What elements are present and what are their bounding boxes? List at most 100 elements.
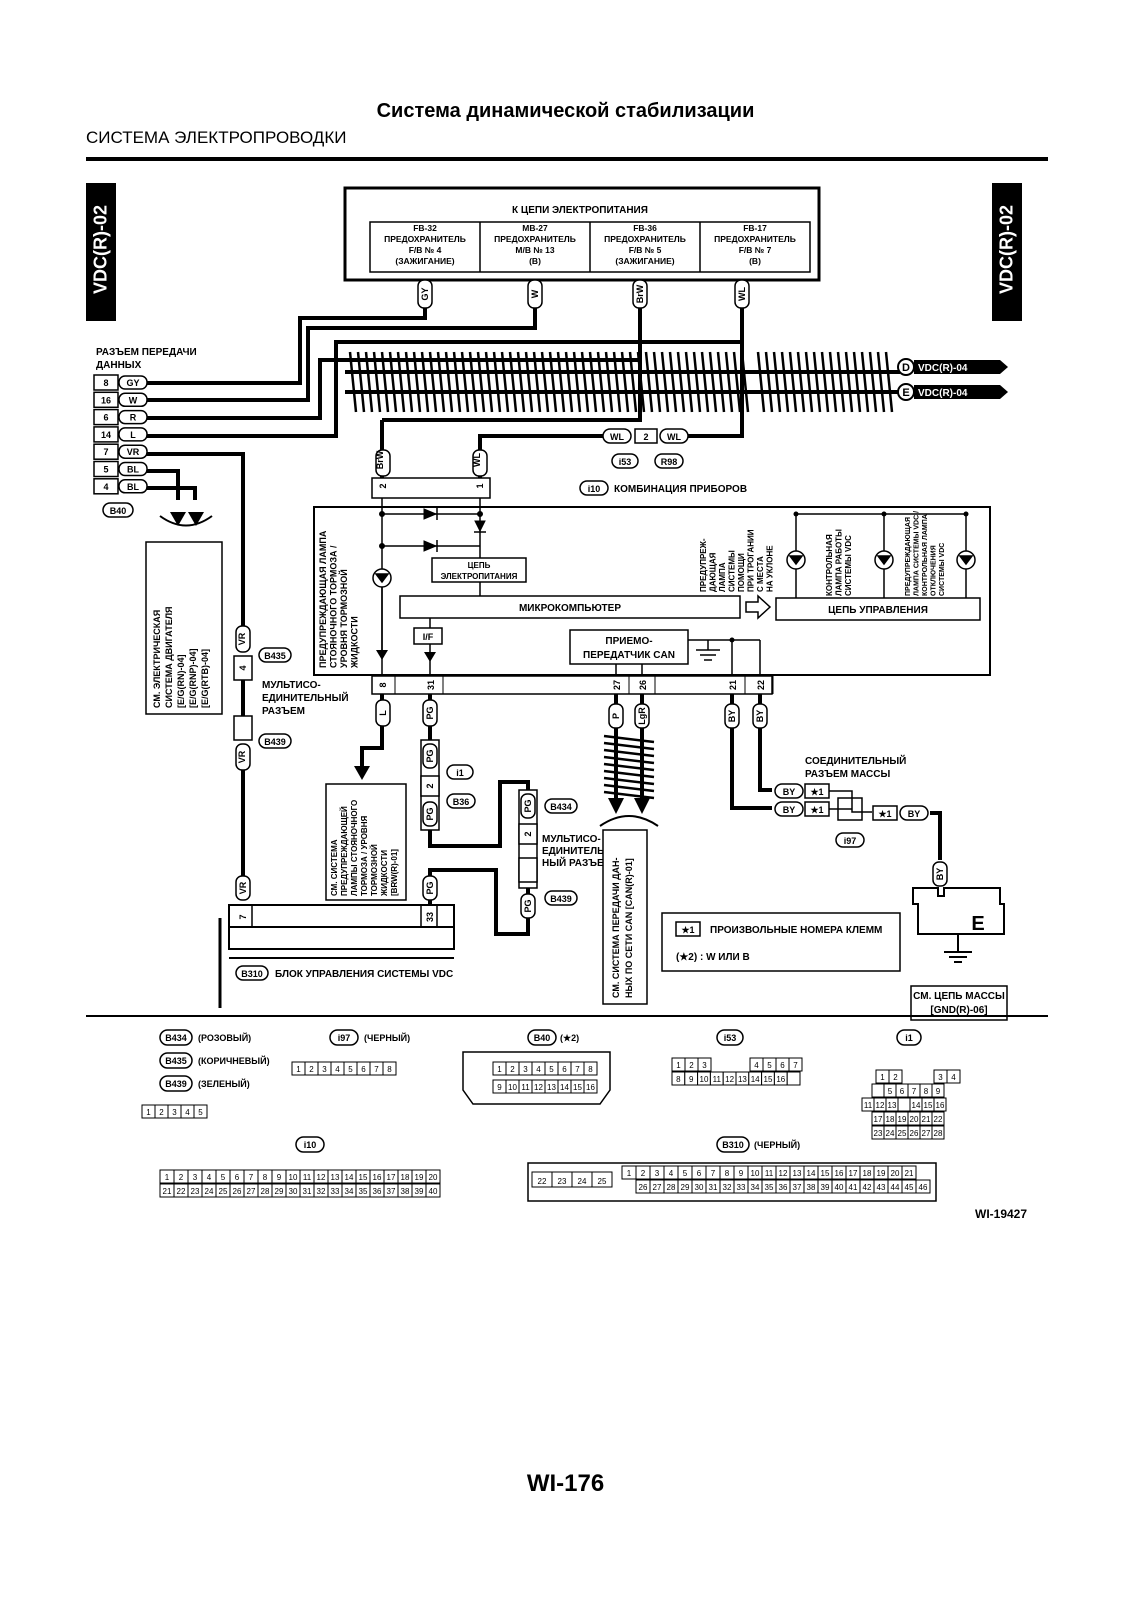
pin-number: 11 [521,1083,530,1092]
pin-number: 6 [900,1087,905,1096]
pin-number: 5 [549,1065,554,1074]
if-box: I/F [413,627,443,645]
pin-number: 40 [835,1183,844,1192]
svg-text:P: P [611,713,621,719]
pin-number: 26 [910,1129,919,1138]
power-circuit-box: ЦЕПЬ ЭЛЕКТРОПИТАНИЯ [431,557,527,583]
svg-text:РАЗЪЕМ МАССЫ: РАЗЪЕМ МАССЫ [805,769,890,780]
control-circuit-box: ЦЕПЬ УПРАВЛЕНИЯ [775,597,981,621]
connector-tag: B434 [165,1033,187,1043]
cluster-label: КОМБИНАЦИЯ ПРИБОРОВ [614,484,747,495]
pin-number: 32 [723,1183,732,1192]
pin-number: 11 [303,1173,312,1182]
pin-number: 30 [289,1187,298,1196]
svg-text:i53: i53 [619,457,632,467]
pin-number: 23 [874,1129,883,1138]
connector-tag: B435 [165,1056,187,1066]
pin-number: 9 [739,1169,744,1178]
pin-number: 32 [317,1187,326,1196]
pin-number: 36 [779,1183,788,1192]
pin-number: 44 [891,1183,900,1192]
see-brake-line: ТОРМОЗНОЙ [370,844,379,896]
svg-text:i10: i10 [588,484,601,494]
pin-number: 39 [821,1183,830,1192]
pin-number: 21 [163,1187,172,1196]
svg-text:R98: R98 [661,457,678,467]
lamp-label: ЛАМПА [718,562,727,592]
fuse-label: (ЗАЖИГАНИЕ) [615,256,674,266]
connector-tag: i97 [338,1033,351,1043]
pin-number: 12 [317,1173,326,1182]
pin-number: 12 [725,1075,734,1084]
wl-joint: WL 2 WL i53 R98 [602,428,689,469]
svg-text:i1: i1 [456,768,464,778]
pin-number: 12 [876,1101,885,1110]
connector-note: (ЧЕРНЫЙ) [754,1139,800,1150]
fuse-wire-color: WL [737,287,747,301]
svg-text:ЕДИНИТЕЛЬНЫЙ: ЕДИНИТЕЛЬНЫЙ [262,691,349,704]
data-connector-wire: BL [127,482,139,492]
pin-number: 7 [249,1173,254,1182]
fuse-label: ПРЕДОХРАНИТЕЛЬ [604,234,686,244]
svg-text:2: 2 [378,483,388,488]
pin-number: 19 [877,1169,886,1178]
svg-text:WL: WL [667,432,681,442]
lamp-label: КОНТРОЛЬНАЯ [825,534,834,596]
cluster-pin: 27 [612,680,622,690]
svg-text:СМ. ЦЕПЬ МАССЫ: СМ. ЦЕПЬ МАССЫ [913,991,1005,1002]
lamp-label: ЖИДКОСТИ [350,616,360,669]
svg-text:МУЛЬТИСО-: МУЛЬТИСО- [542,834,601,845]
pin-number: 22 [934,1115,943,1124]
pin-number: 17 [387,1173,396,1182]
pin-number: 25 [898,1129,907,1138]
pin-number: 9 [277,1173,282,1182]
pin-number: 45 [905,1183,914,1192]
multi-connector-1: VR 4 VR B435 B439 МУЛЬТИСО- ЕДИНИТЕЛЬНЫЙ… [233,625,349,771]
svg-text:ПЕРЕДАТЧИК CAN: ПЕРЕДАТЧИК CAN [583,650,675,661]
pin-number: 3 [523,1065,528,1074]
svg-text:B434: B434 [550,802,572,812]
pin-number: 20 [891,1169,900,1178]
pin-number: 38 [401,1187,410,1196]
pin-number: 17 [849,1169,858,1178]
fuse-label: ПРЕДОХРАНИТЕЛЬ [494,234,576,244]
pin-number: 1 [497,1065,502,1074]
lamp-label: С МЕСТА [756,556,765,592]
pin-number: 24 [886,1129,895,1138]
pin-number: 36 [373,1187,382,1196]
fuse-label: F/B № 5 [629,245,662,255]
svg-text:МИКРОКОМПЬЮТЕР: МИКРОКОМПЬЮТЕР [519,603,621,614]
pin-number: 1 [676,1061,681,1070]
svg-text:33: 33 [425,912,435,922]
pin-number: 22 [538,1177,547,1186]
pin-number: 3 [322,1065,327,1074]
pin-number: 22 [177,1187,186,1196]
pin-number: 28 [934,1129,943,1138]
cluster-pin: 8 [378,682,388,687]
i10-tag: i10 КОМБИНАЦИЯ ПРИБОРОВ [579,480,747,496]
pin-number: 14 [345,1173,354,1182]
svg-text:BrW: BrW [375,450,385,469]
pin-number: 27 [247,1187,256,1196]
power-supply-box: К ЦЕПИ ЭЛЕКТРОПИТАНИЯ [343,186,821,282]
connector-tag: i1 [905,1033,913,1043]
figure-code: WI-19427 [975,1207,1028,1221]
pin-number: 29 [275,1187,284,1196]
see-brake-line: ПРЕДУПРЕЖДАЮЩЕЙ [340,806,349,896]
svg-text:VDC(R)-04: VDC(R)-04 [918,388,968,399]
pin-number: 15 [359,1173,368,1182]
pin-number: 15 [924,1101,933,1110]
svg-text:BY: BY [935,868,945,881]
offpage-ref-d: D VDC(R)-04 [897,358,1008,376]
data-connector-wire: GY [126,378,139,388]
pin-number: 3 [193,1173,198,1182]
see-engine-line: СИСТЕМА ДВИГАТЕЛЯ [164,607,174,709]
pin-number: 11 [864,1101,873,1110]
see-engine-line: [E/G(RTB)-04] [200,649,210,708]
svg-text:BY: BY [783,787,796,797]
lamp-label: ОТКЛЮЧЕНИЯ [931,545,938,596]
pin-number: 21 [905,1169,914,1178]
svg-text:7: 7 [238,914,248,919]
pin-number: 18 [401,1173,410,1182]
fuse-label: (ЗАЖИГАНИЕ) [395,256,454,266]
